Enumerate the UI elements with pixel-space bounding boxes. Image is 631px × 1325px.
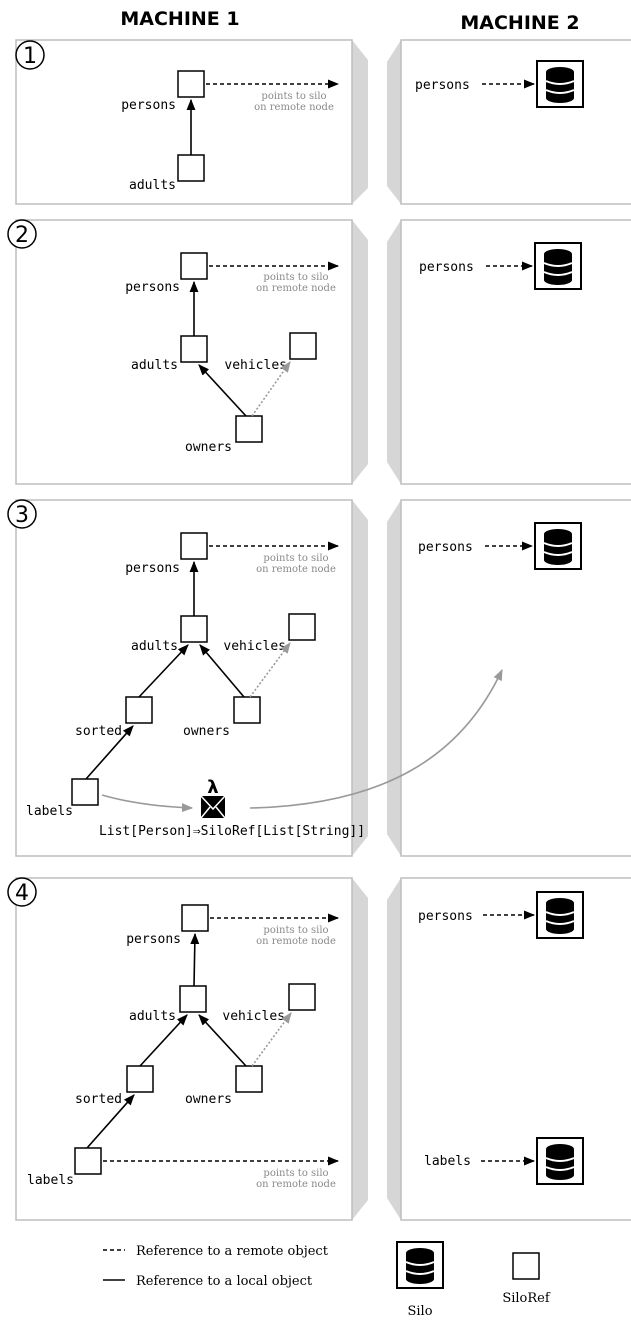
adults-siloref [177, 154, 205, 182]
persons-label: persons [121, 98, 176, 113]
step-2-panel: 2 persons adults vehicles owners points … [7, 219, 631, 485]
vehicles-siloref [288, 613, 316, 641]
adults-label: adults [129, 1009, 176, 1024]
legend-local-text: Reference to a local object [136, 1274, 313, 1289]
vehicles-label: vehicles [224, 358, 287, 373]
lambda-symbol: λ [207, 777, 218, 798]
step-3-number: 3 [15, 503, 29, 528]
owners-siloref [235, 1065, 263, 1093]
owners-label: owners [185, 1092, 232, 1107]
remote-note-line1: points to silo [263, 272, 328, 283]
step-2-marker [7, 219, 37, 249]
sorted-label: sorted [75, 724, 122, 739]
persons-siloref [177, 70, 205, 98]
step-4-panel: 4 persons adults vehicles sorted owners … [7, 877, 631, 1221]
persons-siloref [180, 532, 208, 560]
owners-label: owners [185, 440, 232, 455]
persons-silo [534, 522, 582, 570]
remote-note-line1: points to silo [263, 1168, 328, 1179]
legend: Reference to a remote object Reference t… [103, 1241, 551, 1319]
labels-siloref [71, 778, 99, 806]
m2-persons-label: persons [418, 909, 473, 924]
labels-silo [536, 1137, 584, 1185]
remote-note-line2: on remote node [256, 1179, 336, 1190]
step-3-marker [7, 499, 37, 529]
persons-silo [536, 891, 584, 939]
machine2-header: MACHINE 2 [460, 12, 579, 34]
step-1-marker [15, 40, 45, 70]
adults-siloref [180, 335, 208, 363]
legend-remote-text: Reference to a remote object [136, 1244, 329, 1259]
adults-siloref [179, 985, 207, 1013]
legend-silo-label: Silo [407, 1304, 432, 1319]
remote-note-line2: on remote node [256, 936, 336, 947]
sorted-label: sorted [75, 1092, 122, 1107]
m2-persons-label: persons [418, 540, 473, 555]
vehicles-label: vehicles [222, 1009, 285, 1024]
remote-note-line2: on remote node [254, 102, 334, 113]
adults-label: adults [131, 358, 178, 373]
persons-siloref [181, 904, 209, 932]
m2-persons-label: persons [419, 260, 474, 275]
m2-labels-label: labels [424, 1154, 471, 1169]
labels-label: labels [26, 804, 73, 819]
legend-silo-icon [396, 1241, 444, 1289]
vehicles-siloref [288, 983, 316, 1011]
owners-siloref [233, 696, 261, 724]
remote-note-line1: points to silo [263, 553, 328, 564]
step-2-number: 2 [15, 223, 29, 248]
remote-note-line1: points to silo [261, 91, 326, 102]
remote-transfer-arrow [249, 668, 503, 809]
step-1-number: 1 [23, 44, 37, 69]
legend-siloref-icon [512, 1252, 540, 1280]
adults-label: adults [131, 639, 178, 654]
remote-note-line2: on remote node [256, 564, 336, 575]
step-1-panel: 1 persons adults points to silo on remot… [15, 39, 631, 205]
persons-label: persons [125, 280, 180, 295]
step-3-panel: 3 persons adults vehicles sorted owners … [7, 499, 631, 857]
lambda-signature: List[Person]⇒SiloRef[List[String]] [99, 824, 365, 839]
owners-label: owners [183, 724, 230, 739]
labels-label: labels [27, 1173, 74, 1188]
labels-siloref [74, 1147, 102, 1175]
remote-note-line2: on remote node [256, 283, 336, 294]
legend-siloref-label: SiloRef [502, 1291, 551, 1306]
persons-siloref [180, 252, 208, 280]
persons-silo [534, 242, 582, 290]
m2-persons-label: persons [415, 78, 470, 93]
persons-label: persons [125, 561, 180, 576]
owners-siloref [235, 415, 263, 443]
step-4-number: 4 [15, 881, 29, 906]
send-lambda-arrow [101, 794, 194, 813]
persons-label: persons [126, 932, 181, 947]
sorted-siloref [125, 696, 153, 724]
machine1-header: MACHINE 1 [120, 8, 239, 30]
sorted-siloref [126, 1065, 154, 1093]
vehicles-siloref [289, 332, 317, 360]
adults-label: adults [129, 178, 176, 193]
envelope-icon [200, 795, 226, 819]
vehicles-label: vehicles [223, 639, 286, 654]
persons-silo [536, 60, 584, 108]
step-4-marker [7, 877, 37, 907]
adults-siloref [180, 615, 208, 643]
remote-note-line1: points to silo [263, 925, 328, 936]
